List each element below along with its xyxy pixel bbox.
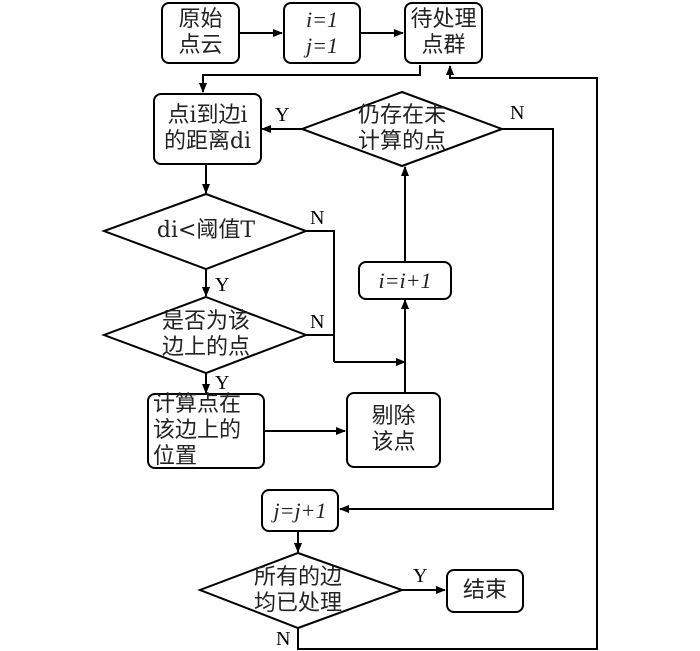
node-pending-group-text: 待处理 点群 bbox=[410, 7, 477, 58]
node-raw-point-cloud: 原始 点云 bbox=[161, 2, 240, 64]
node-all-edges-check-label: 所有的边 均已处理 bbox=[226, 562, 370, 620]
arrow-threshold-no bbox=[306, 230, 335, 362]
node-compute-position: 计算点在 该边上的 位置 bbox=[147, 392, 265, 469]
node-all-edges-check-text: 所有的边 均已处理 bbox=[253, 565, 342, 616]
arrow-remaining-no bbox=[339, 128, 554, 513]
label-on-edge-no: N bbox=[310, 311, 325, 333]
node-threshold-check-text: di<阈值T bbox=[156, 218, 256, 243]
node-remove-point: 剔除 该点 bbox=[346, 392, 441, 468]
node-remove-point-text: 剔除 该点 bbox=[371, 404, 416, 455]
node-end-text: 结束 bbox=[462, 578, 507, 603]
label-remaining-no: N bbox=[510, 102, 525, 124]
node-distance-text: 点i到边i 的距离di bbox=[163, 103, 252, 154]
label-remaining-yes: Y bbox=[275, 104, 290, 126]
label-all-edges-no: N bbox=[276, 628, 291, 650]
label-threshold-yes: Y bbox=[215, 274, 230, 296]
node-increment-i: i=i+1 bbox=[358, 261, 452, 300]
node-remaining-check-text: 仍存在未 计算的点 bbox=[357, 103, 446, 154]
node-on-edge-check-label: 是否为该 边上的点 bbox=[134, 306, 278, 364]
node-end: 结束 bbox=[446, 569, 524, 613]
label-threshold-no: N bbox=[310, 207, 325, 229]
node-increment-j: j=j+1 bbox=[261, 489, 339, 532]
node-pending-group: 待处理 点群 bbox=[404, 2, 483, 64]
node-increment-j-text: j=j+1 bbox=[273, 497, 327, 523]
node-distance: 点i到边i 的距离di bbox=[153, 93, 262, 165]
node-initialize: i=1 j=1 bbox=[283, 2, 361, 64]
arrow-pending-to-distance bbox=[199, 65, 421, 93]
node-on-edge-check-text: 是否为该 边上的点 bbox=[161, 309, 250, 360]
node-increment-i-text: i=i+1 bbox=[378, 267, 432, 293]
node-init-j-text: j=1 bbox=[306, 33, 338, 58]
node-raw-point-cloud-text: 原始 点云 bbox=[178, 7, 223, 58]
node-remaining-check-label: 仍存在未 计算的点 bbox=[330, 100, 474, 158]
label-all-edges-yes: Y bbox=[413, 565, 428, 587]
arrow-all-edges-no bbox=[297, 65, 598, 650]
node-init-i-text: i=1 bbox=[306, 7, 338, 32]
label-on-edge-yes: Y bbox=[215, 372, 230, 394]
node-compute-position-text: 计算点在 该边上的 位置 bbox=[153, 392, 242, 469]
node-threshold-check-label: di<阈值T bbox=[130, 213, 282, 249]
